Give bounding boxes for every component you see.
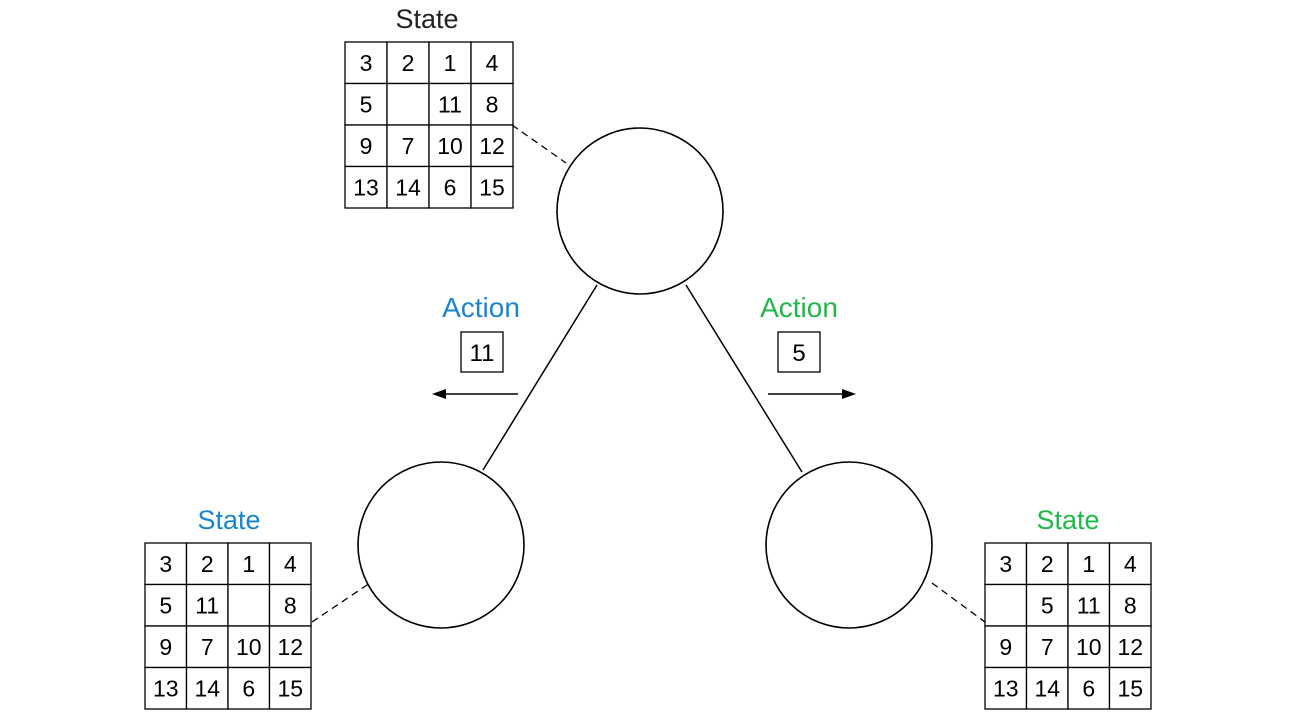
right-action-value: 5 <box>792 340 805 367</box>
tile-number: 15 <box>1117 675 1143 701</box>
tile <box>344 165 388 209</box>
blank-tile <box>227 583 271 627</box>
tile-number: 7 <box>201 634 214 660</box>
tile-number: 8 <box>1124 592 1137 618</box>
left-action-label: Action <box>442 292 520 323</box>
tile <box>268 583 312 627</box>
tile-number: 12 <box>479 133 505 159</box>
tile <box>268 666 312 710</box>
tile-number: 1 <box>1082 551 1095 577</box>
tile-number: 9 <box>999 634 1012 660</box>
tile-number: 11 <box>195 592 219 618</box>
tile-number: 7 <box>1041 634 1054 660</box>
tile-number: 7 <box>402 133 415 159</box>
tile-number: 8 <box>284 592 297 618</box>
tile-number: 13 <box>993 675 1019 701</box>
tile <box>227 625 271 669</box>
tile-number: 1 <box>242 551 255 577</box>
root-node <box>556 127 724 295</box>
tile <box>185 542 229 586</box>
root-state-label: State <box>395 4 458 34</box>
tile-number: 6 <box>242 675 255 701</box>
tile <box>144 542 188 586</box>
right-child-node <box>765 461 933 629</box>
tile-number: 4 <box>284 551 297 577</box>
tile <box>144 583 188 627</box>
tile-number: 11 <box>438 91 462 117</box>
tile-number: 5 <box>360 91 373 117</box>
tile-number: 14 <box>194 675 220 701</box>
tile-number: 15 <box>479 174 505 200</box>
left-arrow-head <box>432 389 446 399</box>
tile-number: 10 <box>1076 634 1102 660</box>
left-action-value: 11 <box>470 340 495 367</box>
connector-root <box>511 124 567 164</box>
tile-number: 14 <box>1034 675 1060 701</box>
tile <box>428 124 472 168</box>
tile-number: 2 <box>201 551 214 577</box>
right-state-label: State <box>1036 505 1099 535</box>
tile-number: 2 <box>1041 551 1054 577</box>
tile-number: 2 <box>402 50 415 76</box>
tile <box>1025 625 1069 669</box>
tile-number: 5 <box>159 592 172 618</box>
tile-number: 4 <box>1124 551 1137 577</box>
tile <box>984 666 1028 710</box>
tile-number: 14 <box>395 174 421 200</box>
left-child-node <box>357 461 525 629</box>
tile <box>386 124 430 168</box>
tile <box>470 82 514 126</box>
tile <box>185 666 229 710</box>
blank-tile <box>386 82 430 126</box>
tile <box>470 165 514 209</box>
tile-number: 5 <box>1041 592 1054 618</box>
tile-number: 3 <box>360 50 373 76</box>
tile-number: 11 <box>1077 592 1101 618</box>
tile <box>144 625 188 669</box>
tile-number: 8 <box>486 91 499 117</box>
tile-number: 10 <box>236 634 262 660</box>
tile <box>344 124 388 168</box>
tile <box>268 625 312 669</box>
tile <box>1025 583 1069 627</box>
right-action-label: Action <box>760 292 838 323</box>
tile-number: 13 <box>353 174 379 200</box>
tile-number: 10 <box>437 133 463 159</box>
tile <box>1025 666 1069 710</box>
tile-number: 3 <box>159 551 172 577</box>
tile <box>1108 666 1152 710</box>
tile-number: 9 <box>159 634 172 660</box>
tile <box>470 41 514 85</box>
edge-root-right <box>685 284 803 473</box>
blank-tile <box>984 583 1028 627</box>
tile-number: 3 <box>999 551 1012 577</box>
tile-number: 1 <box>444 50 457 76</box>
tile-number: 12 <box>277 634 303 660</box>
right-action-box <box>777 331 821 373</box>
left-action-box <box>460 331 504 373</box>
tile-number: 6 <box>444 174 457 200</box>
tile-number: 13 <box>153 675 179 701</box>
tile-number: 9 <box>360 133 373 159</box>
edge-root-left <box>482 284 598 471</box>
tile-number: 6 <box>1082 675 1095 701</box>
tile-number: 12 <box>1117 634 1143 660</box>
tile-number: 15 <box>277 675 303 701</box>
connector-left <box>311 582 371 623</box>
connector-right <box>931 582 986 623</box>
tile <box>1067 542 1111 586</box>
right-arrow-head <box>842 389 856 399</box>
tile-number: 4 <box>486 50 499 76</box>
left-state-label: State <box>197 505 260 535</box>
tile <box>144 666 188 710</box>
tile <box>344 41 388 85</box>
